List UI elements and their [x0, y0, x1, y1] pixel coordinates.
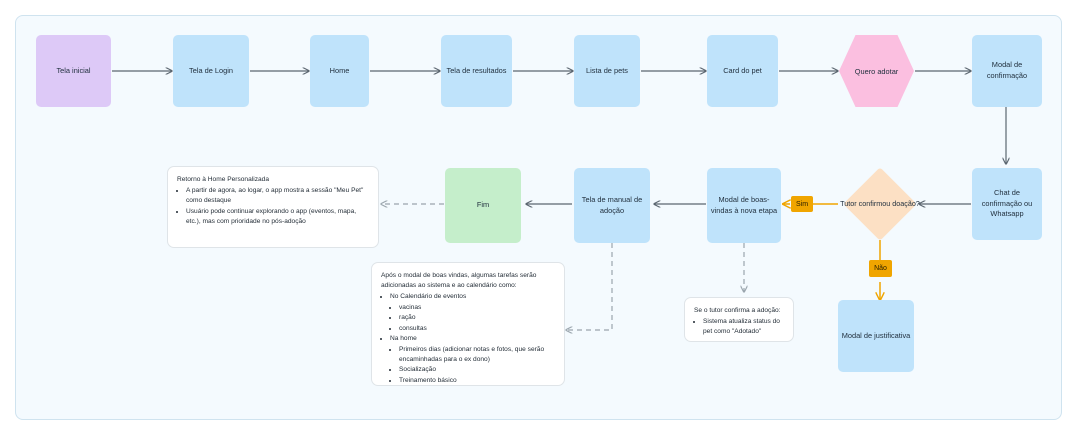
note-sub-bullet: consultas [399, 324, 555, 334]
note-bullet: Usuário pode continuar explorando o app … [186, 207, 369, 227]
node-chat-de-confirmacao[interactable]: Chat de confirmação ou Whatsapp [972, 168, 1042, 240]
node-tela-inicial[interactable]: Tela inicial [36, 35, 111, 107]
note-sub-bullet: Treinamento básico [399, 376, 555, 385]
edge-label-sim: Sim [791, 196, 813, 212]
note-sub-list: Primeiros dias (adicionar notas e fotos,… [390, 345, 555, 385]
note-bullet-list: No Calendário de eventos vacinas ração c… [381, 292, 555, 385]
node-tela-manual-adocao[interactable]: Tela de manual de adoção [574, 168, 650, 243]
note-sub-bullet: Socialização [399, 365, 555, 375]
note-sub-bullet: ração [399, 313, 555, 323]
node-home[interactable]: Home [310, 35, 369, 107]
node-tutor-confirmou-doacao[interactable]: Tutor confirmou doação? [840, 167, 920, 241]
note-bullet: A partir de agora, ao logar, o app mostr… [186, 186, 369, 206]
node-label: Tela de resultados [446, 65, 507, 75]
note-bullet-list: A partir de agora, ao logar, o app mostr… [177, 186, 369, 227]
note-sub-list: vacinas ração consultas [390, 303, 555, 334]
note-group: Na home Primeiros dias (adicionar notas … [390, 334, 555, 385]
node-label: Modal de confirmação [986, 60, 1028, 80]
node-card-do-pet[interactable]: Card do pet [707, 35, 778, 107]
note-group: No Calendário de eventos vacinas ração c… [390, 292, 555, 334]
node-label: Card do pet [723, 65, 762, 75]
note-sub-bullet: Primeiros dias (adicionar notas e fotos,… [399, 345, 555, 365]
note-group-label: No Calendário de eventos [390, 293, 467, 301]
node-quero-adotar[interactable]: Quero adotar [839, 35, 914, 107]
note-confirma-adocao: Se o tutor confirma a adoção: Sistema at… [684, 297, 794, 342]
node-label: Quero adotar [854, 66, 899, 76]
node-label: Chat de confirmação ou Whatsapp [981, 187, 1033, 219]
note-retorno-home: Retorno à Home Personalizada A partir de… [167, 166, 379, 248]
node-label: Modal de justificativa [841, 330, 911, 340]
node-label: Fim [476, 200, 490, 210]
note-title: Após o modal de boas vindas, algumas tar… [381, 272, 537, 290]
node-modal-boas-vindas[interactable]: Modal de boas-vindas à nova etapa [707, 168, 781, 243]
node-label: Tela inicial [56, 65, 91, 75]
node-label: Tela de Login [189, 65, 233, 75]
note-sub-bullet: vacinas [399, 303, 555, 313]
node-tela-de-login[interactable]: Tela de Login [173, 35, 249, 107]
note-group-label: Na home [390, 335, 417, 343]
node-tela-de-resultados[interactable]: Tela de resultados [441, 35, 512, 107]
node-label: Home [329, 65, 350, 75]
node-modal-justificativa[interactable]: Modal de justificativa [838, 300, 914, 372]
node-lista-de-pets[interactable]: Lista de pets [574, 35, 640, 107]
note-tarefas: Após o modal de boas vindas, algumas tar… [371, 262, 565, 386]
node-label: Tela de manual de adoção [581, 194, 643, 215]
edge-label-nao: Não [869, 260, 892, 277]
node-label: Tutor confirmou doação? [840, 198, 920, 208]
node-modal-de-confirmacao[interactable]: Modal de confirmação [972, 35, 1042, 107]
node-label: Lista de pets [586, 65, 628, 75]
note-title: Retorno à Home Personalizada [177, 176, 269, 183]
note-bullet-list: Sistema atualiza status do pet como "Ado… [694, 317, 784, 337]
note-bullet: Sistema atualiza status do pet como "Ado… [703, 317, 784, 337]
node-label: Modal de boas-vindas à nova etapa [710, 194, 778, 215]
note-title: Se o tutor confirma a adoção: [694, 307, 781, 314]
node-fim[interactable]: Fim [445, 168, 521, 243]
